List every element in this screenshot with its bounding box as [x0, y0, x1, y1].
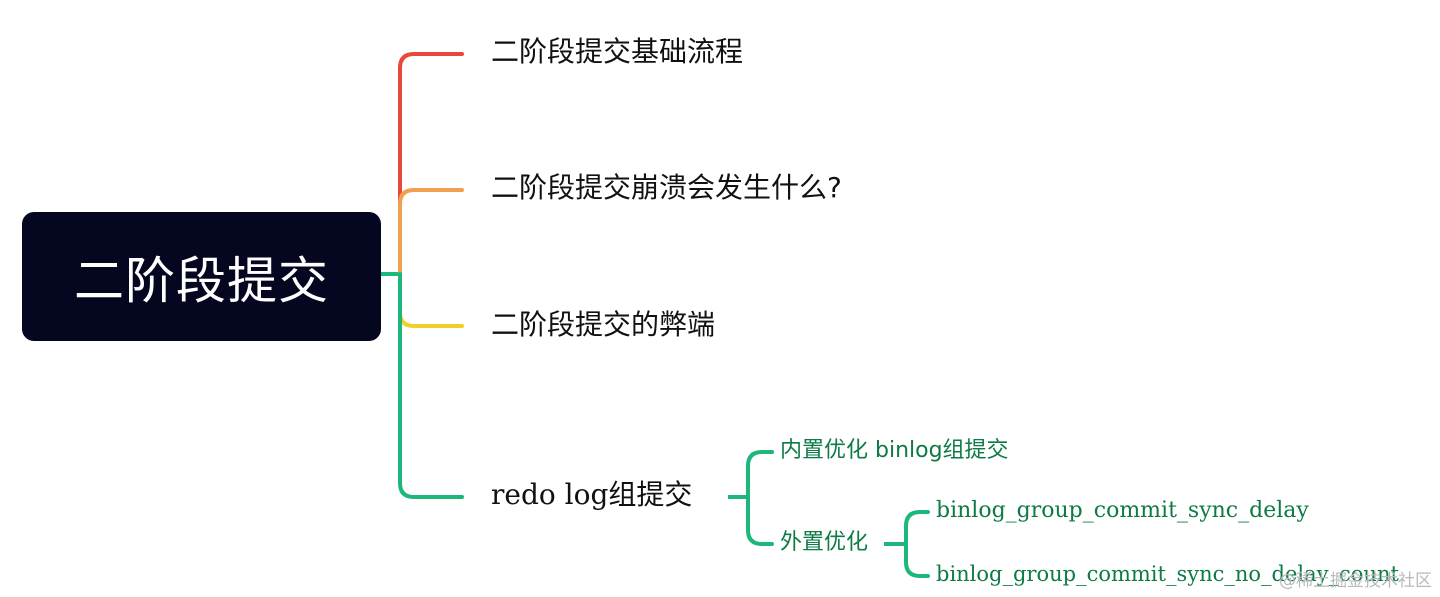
node-external-optimization[interactable]: 外置优化 [780, 530, 869, 555]
connector-redo-child-1 [746, 450, 774, 499]
connector-external-child-2 [904, 542, 930, 578]
watermark: @稀土掘金技术社区 [1279, 571, 1432, 591]
branch-basic-flow[interactable]: 二阶段提交基础流程 [491, 35, 744, 68]
node-sync-no-delay-count[interactable]: binlog_group_commit_sync_no_delay_count [936, 562, 1399, 586]
connector-branch-4 [398, 272, 464, 499]
node-internal-optimization[interactable]: 内置优化 binlog组提交 [780, 438, 1009, 463]
root-node[interactable]: 二阶段提交 [22, 212, 381, 341]
branch-drawbacks[interactable]: 二阶段提交的弊端 [491, 308, 716, 341]
connector-redo-child-2 [746, 495, 774, 546]
connector-branch-1 [398, 52, 464, 276]
branch-crash-scenario[interactable]: 二阶段提交崩溃会发生什么? [491, 171, 842, 204]
connector-external-child-1 [904, 510, 930, 546]
node-sync-delay[interactable]: binlog_group_commit_sync_delay [936, 498, 1309, 523]
branch-redo-log-group-commit[interactable]: redo log组提交 [491, 478, 693, 511]
connector-branch-3 [398, 272, 464, 328]
root-label: 二阶段提交 [74, 251, 329, 310]
connector-branch-2 [398, 188, 464, 276]
